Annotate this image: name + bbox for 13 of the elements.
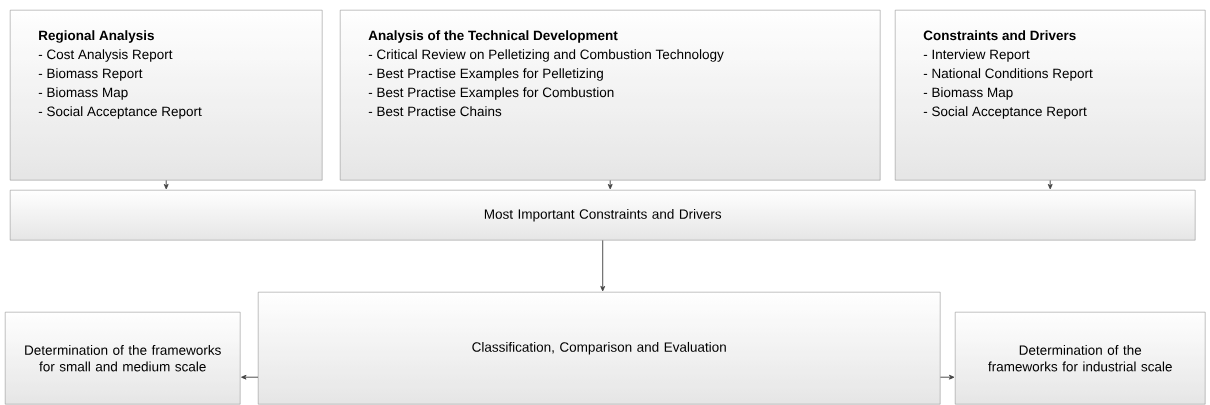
arrow — [600, 239, 606, 292]
process-box: Analysis of the Technical Development - Critical Review on Pelletizing and Combustion Technology - Best Practise Examples for Pelletizing - Best Practise Examples for Combustion - Best Practise Chains — [340, 10, 881, 181]
arrow — [241, 374, 259, 380]
process-box: Classification, Comparison and Evaluation — [258, 292, 941, 405]
arrow — [163, 179, 169, 190]
process-box: Determination of the frameworks for industrial scale — [955, 312, 1206, 405]
process-box: Regional Analysis - Cost Analysis Report - Biomass Report - Biomass Map - Social Acceptance Report — [10, 10, 323, 181]
arrow — [607, 179, 613, 190]
process-box: Most Important Constraints and Drivers — [10, 190, 1196, 241]
process-box: Constraints and Drivers - Interview Report - National Conditions Report - Biomass Map - Social Acceptance Report — [895, 10, 1206, 181]
process-box: Determination of the frameworks for small and medium scale — [5, 312, 241, 405]
arrow — [939, 374, 955, 380]
arrow — [1047, 179, 1053, 190]
